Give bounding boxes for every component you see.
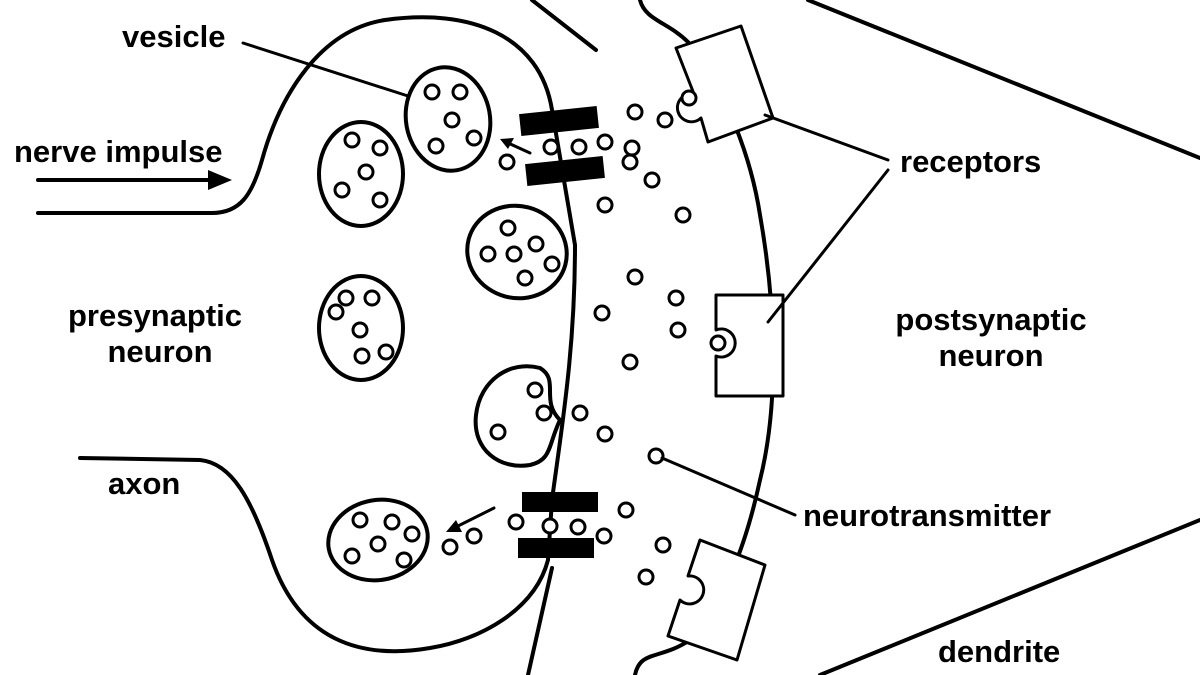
neurotransmitter-dot [667,289,685,307]
receptor-bottom [666,538,767,662]
neurotransmitter-dot [654,536,672,554]
glial-line-top [530,0,598,52]
neurotransmitter-dot [465,527,483,545]
label-postsynaptic: postsynaptic [895,302,1086,337]
label-vesicle: vesicle [122,19,225,54]
neurotransmitter-dot [656,111,674,129]
neurotransmitter-dot [595,527,613,545]
neurotransmitter-dot [403,525,421,543]
neurotransmitter-dot [526,381,544,399]
neurotransmitter-dot [383,513,401,531]
channel-top-lower [525,155,605,187]
neurotransmitter-dot [369,535,387,553]
neurotransmitter-dot [507,513,525,531]
label-presynaptic-neuron: neuron [107,334,212,369]
label-axon: axon [108,466,180,501]
neurotransmitter-dot [371,139,389,157]
neurotransmitter-dot [516,269,534,287]
reuptake-arrow-top [500,138,532,155]
neurotransmitter-dot [371,191,389,209]
neurotransmitter-dot [465,129,483,147]
neurotransmitter-dot [626,268,644,286]
neurotransmitter-dot [489,423,507,441]
neurotransmitter-dot [669,321,687,339]
neurotransmitter-dot [451,83,469,101]
leader-vesicle [241,41,410,98]
dendrite-lower-edge [818,518,1200,675]
leader-receptors-top [763,113,890,162]
neurotransmitter-dot [443,111,461,129]
neurotransmitter-dot [343,547,361,565]
neurotransmitter-dot [327,303,345,321]
neurotransmitter-dot [337,289,355,307]
glial-line-bottom [526,566,554,675]
presynaptic-membrane [36,15,577,654]
neurotransmitter-dot [596,196,614,214]
neurotransmitter-dot [351,511,369,529]
label-postsynaptic-neuron: neuron [938,338,1043,373]
channel-top-upper [519,105,599,137]
neurotransmitter-dot [527,235,545,253]
label-receptors: receptors [900,144,1041,179]
leader-receptors-middle [766,168,890,324]
neurotransmitter-dot [353,347,371,365]
neurotransmitter-dot [535,404,553,422]
dendrite-upper-edge [806,0,1200,160]
neurotransmitter-dot [351,321,369,339]
neurotransmitter-dot [569,518,587,536]
neurotransmitter-dot [505,245,523,263]
neurotransmitter-dot [623,139,641,157]
nerve-impulse-arrow [36,170,232,190]
neurotransmitter-dot [626,103,644,121]
receptor-middle [709,293,785,398]
neurotransmitter-dot [570,138,588,156]
neurotransmitter-dot [395,551,413,569]
channel-bottom-upper [522,492,598,512]
neurotransmitter-dot [377,343,395,361]
label-neurotransmitter: neurotransmitter [803,498,1051,533]
neurotransmitter-dot [637,568,655,586]
neurotransmitter-dot [498,153,516,171]
neurotransmitter-dot [357,163,375,181]
neurotransmitter-dot [596,133,614,151]
neurotransmitter-dot [593,304,611,322]
neurotransmitter-dot [542,138,560,156]
neurotransmitter-dot [333,181,351,199]
label-nerve-impulse: nerve impulse [14,134,222,169]
neurotransmitter-dot [499,219,517,237]
neurotransmitter-dot [674,206,692,224]
neurotransmitter-dot [423,83,441,101]
leader-neurotransmitter [660,456,797,517]
neurotransmitter-dot [647,447,665,465]
neurotransmitter-dot [363,289,381,307]
neurotransmitter-dot [621,353,639,371]
label-presynaptic: presynaptic [68,298,242,333]
neurotransmitter-dot [427,137,445,155]
neurotransmitter-dot [621,153,639,171]
neurotransmitter-dot [617,501,635,519]
channel-bottom-lower [518,538,594,558]
neurotransmitter-dot [543,255,561,273]
neurotransmitter-dot [541,517,559,535]
neurotransmitter-dot [571,404,589,422]
reuptake-arrow-bottom [446,506,496,532]
neurotransmitter-dot [343,131,361,149]
label-dendrite: dendrite [938,634,1060,669]
neurotransmitter-dot [596,425,614,443]
receptor-top [674,24,775,144]
neurotransmitter-dot [441,538,459,556]
neurotransmitter-dot [479,245,497,263]
neurotransmitter-dot [643,171,661,189]
